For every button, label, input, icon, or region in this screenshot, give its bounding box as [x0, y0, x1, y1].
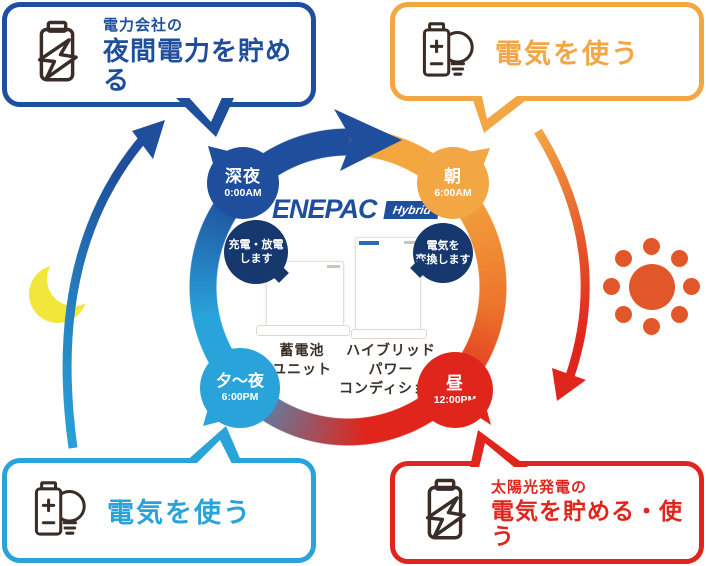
battery-charge-icon	[419, 477, 471, 548]
sun-ray-dot	[671, 250, 688, 267]
node-label: 昼	[446, 374, 464, 394]
callout-subtitle: 電力会社の	[103, 17, 184, 35]
callout-use-electricity-evening: 電気を使う	[2, 458, 316, 563]
callout-title: 電気を使う	[495, 39, 640, 69]
bubble-line: 電気を	[426, 239, 460, 252]
unit-base	[351, 329, 427, 339]
brand-name: ENEPAC	[272, 194, 378, 224]
battery-bulb-icon	[419, 16, 475, 87]
node-evening: 夕～夜 6:00PM	[200, 348, 280, 428]
sun-ray-dot	[671, 306, 688, 323]
node-noon: 昼 12:00PM	[417, 352, 493, 428]
sun-ray-dot	[683, 278, 700, 295]
sun-ray-dot	[603, 278, 620, 295]
product-logo: ENEPAC Hybrid	[272, 194, 441, 225]
night-flow-arrowhead	[132, 120, 165, 159]
label-line: パワー	[368, 360, 414, 377]
sun-icon	[629, 264, 675, 310]
callout-subtitle: 太陽光発電の	[491, 478, 588, 496]
node-time: 0:00AM	[224, 186, 262, 199]
label-line: ハイブリッド	[346, 342, 436, 358]
node-label: 夕～夜	[215, 372, 264, 390]
bubble-line: します	[239, 253, 273, 265]
unit-label-strip	[404, 241, 417, 244]
day-flow-arrow	[534, 128, 590, 378]
node-morning: 朝 6:00AM	[417, 147, 489, 219]
power-conditioner-image	[355, 237, 421, 337]
callout-store-solar-power: 太陽光発電の 電気を貯める・使う	[390, 461, 704, 564]
node-time: 12:00PM	[433, 393, 477, 406]
battery-bulb-icon	[31, 475, 87, 546]
node-time: 6:00PM	[221, 391, 259, 404]
callout-title: 電気を貯める・使う	[491, 497, 683, 549]
label-line: ユニット	[272, 360, 332, 377]
sun-ray-dot	[615, 306, 632, 323]
callout-title: 電気を使う	[107, 498, 252, 528]
node-midnight: 深夜 0:00AM	[207, 147, 279, 219]
label-line: コンディショナ	[338, 379, 444, 396]
battery-charge-icon	[31, 19, 83, 90]
label-line: 蓄電池	[279, 342, 325, 358]
callout-store-night-power: 電力会社の 夜間電力を貯める	[2, 2, 316, 107]
crescent-moon-mask	[47, 252, 101, 306]
callout-use-electricity-morning: 電気を使う	[390, 2, 704, 101]
convert-electricity-bubble: 電気を 変換します	[410, 223, 473, 283]
day-flow-arrowhead	[552, 368, 586, 401]
node-label: 朝	[444, 167, 462, 187]
bubble-line: 充電・放電	[228, 238, 284, 251]
node-time: 6:00AM	[434, 186, 472, 199]
unit-label-strip	[359, 241, 379, 245]
battery-unit-label: 蓄電池 ユニット	[256, 341, 348, 379]
unit-base	[256, 325, 350, 336]
callout-title: 夜間電力を貯める	[103, 36, 293, 95]
charge-discharge-bubble: 充電・放電 します	[224, 220, 289, 284]
sun-ray-dot	[643, 238, 660, 255]
sun-ray-dot	[643, 318, 660, 335]
node-label: 深夜	[225, 167, 261, 187]
power-conditioner-label: ハイブリッド パワー コンディショナ	[336, 341, 446, 398]
unit-label-strip	[327, 265, 340, 268]
sun-ray-dot	[615, 250, 632, 267]
bubble-line: 変換します	[415, 254, 471, 266]
